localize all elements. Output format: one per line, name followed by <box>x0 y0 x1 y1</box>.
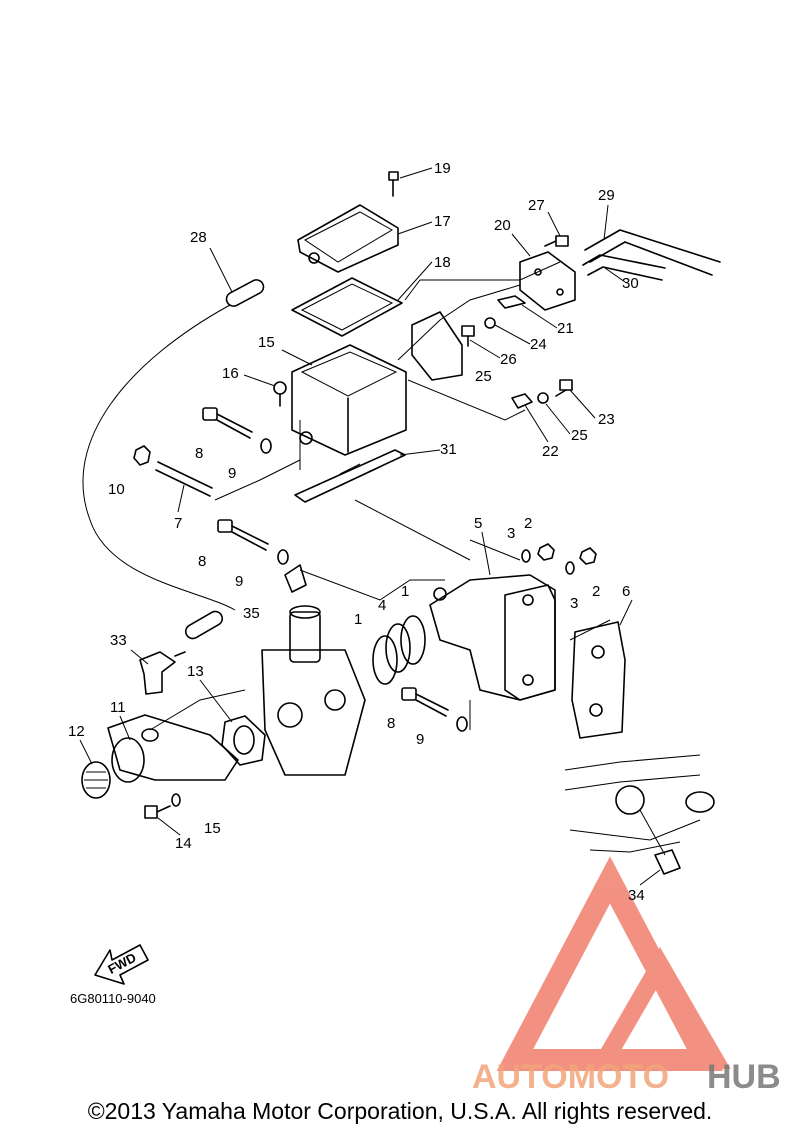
part-8-bolt-middle <box>217 519 269 551</box>
callout-9a: 9 <box>228 465 236 482</box>
callout-3a: 3 <box>507 525 515 542</box>
callout-18: 17 <box>434 213 451 230</box>
copyright-notice: ©2013 Yamaha Motor Corporation, U.S.A. A… <box>87 1098 713 1124</box>
callout-22: 21 <box>557 320 574 337</box>
callout-20: 19 <box>434 160 451 177</box>
part-31-hose <box>582 254 666 281</box>
part-10-nut <box>133 445 151 466</box>
part-16-body <box>291 344 407 470</box>
callout-16: 15 <box>258 334 275 351</box>
part-18-cover <box>297 204 399 273</box>
callout-2a: 2 <box>524 515 532 532</box>
callout-32: 31 <box>440 441 457 458</box>
callout-19: 18 <box>434 254 451 271</box>
callout-8a: 8 <box>195 445 203 462</box>
part-25-washer-b <box>537 392 549 404</box>
part-35-clamp <box>284 564 307 593</box>
part-9-washer-top <box>260 438 272 454</box>
part-code: 6G80110-9040 <box>70 991 156 1006</box>
watermark-brand-part1: AUTOMOTO <box>472 1058 669 1096</box>
callout-6: 6 <box>622 583 630 600</box>
callout-35: 35 <box>243 605 260 622</box>
callout-25b: 25 <box>571 427 588 444</box>
part-13-gasket <box>221 715 266 766</box>
callout-8b: 8 <box>198 553 206 570</box>
connection-lines <box>82 261 611 731</box>
carburetor <box>261 605 366 776</box>
callout-7: 7 <box>174 515 182 532</box>
callout-24: 23 <box>598 411 615 428</box>
callout-leaders <box>79 167 661 886</box>
fwd-arrow-icon: FWD <box>94 944 149 985</box>
callout-13: 13 <box>187 663 204 680</box>
part-6-gasket <box>571 621 626 739</box>
callout-34: 34 <box>628 887 645 904</box>
callouts: 19 17 18 28 15 16 20 27 29 30 21 24 26 2… <box>68 160 645 904</box>
part-20-screw <box>388 171 399 197</box>
watermark-logo <box>496 856 731 1071</box>
inset-detail <box>564 754 715 856</box>
callout-4: 4 <box>378 597 386 614</box>
callout-1a: 1 <box>354 611 362 628</box>
part-23-clip <box>511 393 533 409</box>
part-15-washer <box>171 793 181 807</box>
part-25-washer-a <box>484 317 496 329</box>
part-19-gasket <box>291 277 403 337</box>
callout-30: 29 <box>598 187 615 204</box>
callout-11: 11 <box>110 699 126 716</box>
watermark-brand-part2: HUB <box>707 1058 781 1096</box>
callout-23: 22 <box>542 443 559 460</box>
part-3-washer-b <box>565 561 575 575</box>
callout-8c: 8 <box>387 715 395 732</box>
part-7-stud <box>155 461 213 497</box>
callout-5: 5 <box>474 515 482 532</box>
callout-17: 16 <box>222 365 239 382</box>
part-26-gasket <box>411 311 463 381</box>
callout-14: 14 <box>175 835 192 852</box>
callout-15: 15 <box>204 820 221 837</box>
part-5-manifold <box>429 574 556 701</box>
callout-3b: 3 <box>570 595 578 612</box>
callout-29: 28 <box>190 229 207 246</box>
part-2-nut-a <box>537 543 555 561</box>
callout-31: 30 <box>622 275 639 292</box>
callout-12: 12 <box>68 723 85 740</box>
watermark-text: AUTOMOTO HUB <box>472 1058 781 1096</box>
part-21-fitting <box>519 251 576 311</box>
callout-33: 33 <box>110 632 127 649</box>
part-11-silencer <box>107 714 239 783</box>
part-3-washer-a <box>521 549 531 563</box>
callout-1b: 1 <box>401 583 409 600</box>
part-27-screw <box>544 235 569 247</box>
part-12-screen <box>81 761 111 799</box>
part-9-washer-bottom <box>456 716 468 732</box>
part-8-bolt-top <box>202 407 253 439</box>
part-24-screw <box>555 379 573 397</box>
part-4-spacer <box>385 623 411 673</box>
part-33-fitting <box>139 651 186 695</box>
part-17-screw <box>273 381 287 407</box>
callout-9b: 9 <box>235 573 243 590</box>
part-22-clip <box>497 295 526 309</box>
part-9-washer-middle <box>277 549 289 565</box>
part-8-bolt-bottom <box>401 687 449 717</box>
callout-21: 20 <box>494 217 511 234</box>
callout-28: 26 <box>500 351 517 368</box>
callout-27: 27 <box>528 197 545 214</box>
part-34-cap <box>654 849 681 875</box>
part-32-plate <box>294 449 406 503</box>
part-1-gasket-b <box>400 615 426 665</box>
callout-9c: 9 <box>416 731 424 748</box>
part-2-nut-b <box>579 547 597 565</box>
callout-25a: 24 <box>530 336 547 353</box>
part-28-screw <box>461 325 475 347</box>
part-29-hose <box>225 279 265 307</box>
part-29-hose-end <box>184 610 224 640</box>
callout-2b: 2 <box>592 583 600 600</box>
callout-26: 25 <box>475 368 492 385</box>
part-14-screw <box>144 805 171 819</box>
callout-10: 10 <box>108 481 125 498</box>
part-1-gasket-a <box>372 635 398 685</box>
